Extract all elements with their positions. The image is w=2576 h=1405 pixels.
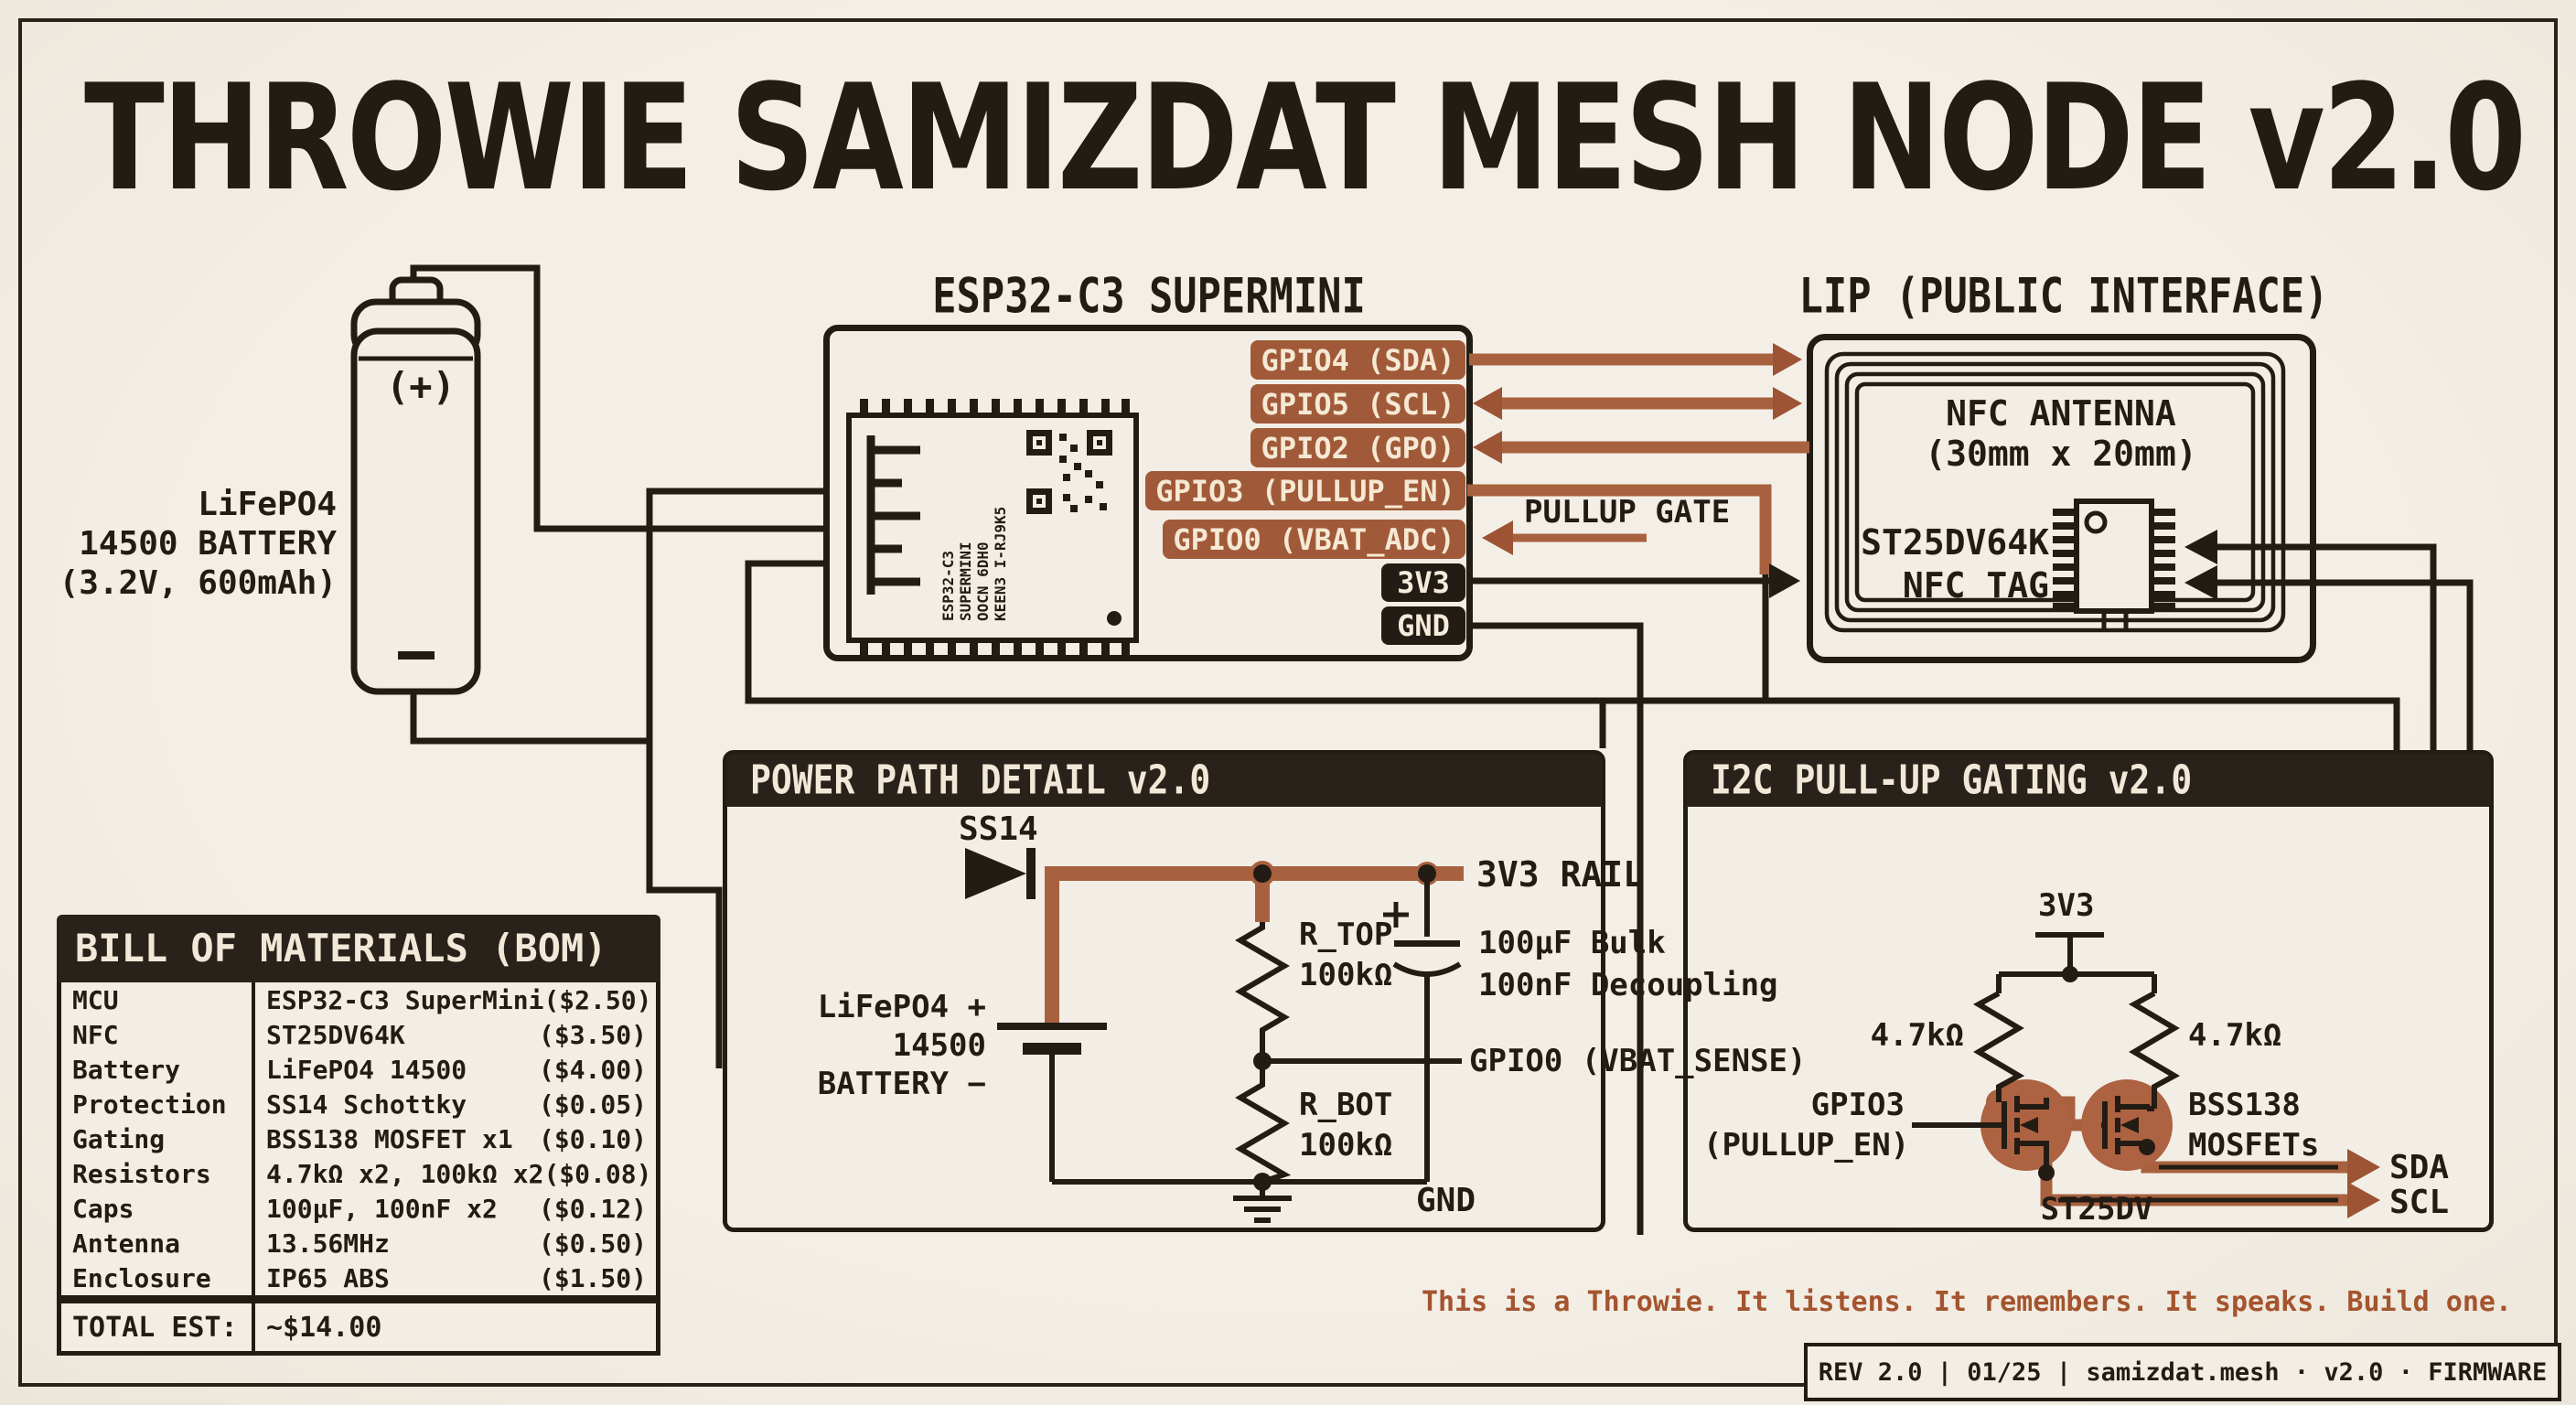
bom-cat: MCU [72,984,119,1015]
bom-cat: Protection [72,1089,227,1120]
r-left-label: 4.7kΩ [1870,1017,1964,1054]
table-row: MCU ESP32-C3 SuperMini($2.50) [61,982,656,1017]
revision-text: REV 2.0 | 01/25 | samizdat.mesh · v2.0 ·… [1818,1357,2548,1387]
pin-label: 3V3 [1397,565,1450,600]
bom-cat: Enclosure [72,1262,211,1293]
bom-price: ($0.08) [543,1158,652,1189]
i2c-3v3-label: 3V3 [2038,887,2095,924]
pullup-gate-label: PULLUP GATE [1524,494,1731,531]
bom-part: LiFePO4 14500 [266,1054,467,1085]
battery-plus-mark: (+) [386,364,456,409]
table-row: Antenna 13.56MHz ($0.50) [61,1226,656,1260]
bom-cat: Resistors [72,1158,211,1189]
bom-cat: Battery [72,1054,181,1085]
lip-nfc-label-outline [1807,334,2316,663]
table-row: Caps 100μF, 100nF x2 ($0.12) [61,1191,656,1226]
i2c-gating-title: I2C PULL-UP GATING v2.0 [1711,756,2193,804]
rail-3v3-label: 3V3 RAIL [1476,854,1645,895]
pin-label: GPIO2 (GPO) [1261,430,1455,466]
st25dv-label: ST25DV [2040,1191,2153,1228]
pin-3v3: 3V3 [1381,563,1465,602]
r-top-label: R_TOP 100kΩ [1299,917,1393,993]
page-title: THROWIE SAMIZDAT MESH NODE v2.0 [84,53,2527,223]
bom-cat: Caps [72,1193,134,1224]
sda-label: SDA [2389,1149,2450,1186]
table-row: NFC ST25DV64K ($3.50) [61,1017,656,1052]
bom-price: ($0.12) [538,1193,647,1224]
revision-box: REV 2.0 | 01/25 | samizdat.mesh · v2.0 ·… [1804,1343,2561,1401]
bom-part: ST25DV64K [266,1019,405,1050]
vbat-sense-label: GPIO0 (VBAT_SENSE) [1469,1043,1807,1079]
pin-gpio5-scl: GPIO5 (SCL) [1250,384,1465,424]
bom-price: ($0.10) [538,1123,647,1154]
diode-ss14-label: SS14 [959,810,1038,848]
pin-label: GPIO3 (PULLUP_EN) [1155,473,1455,509]
table-row: Resistors 4.7kΩ x2, 100kΩ x2($0.08) [61,1156,656,1191]
bom-body: MCU ESP32-C3 SuperMini($2.50) NFC ST25DV64… [57,982,660,1300]
battery-label: LiFePO4 14500 BATTERY (3.2V, 600mAh) [55,485,337,603]
bom-total-value: ~$14.00 [266,1311,382,1344]
scl-label: SCL [2389,1184,2450,1221]
pin-label: GPIO4 (SDA) [1261,342,1455,378]
pin-gpio0-vbat-adc: GPIO0 (VBAT_ADC) [1163,520,1465,559]
table-row: Gating BSS138 MOSFET x1 ($0.10) [61,1121,656,1156]
table-row: Enclosure IP65 ABS ($1.50) [61,1260,656,1295]
tagline: This is a Throwie. It listens. It rememb… [1421,1286,2512,1318]
bom-part: ESP32-C3 SuperMini [266,984,544,1015]
bom-table: BILL OF MATERIALS (BOM) MCU ESP32-C3 Supe… [57,915,660,1356]
bom-price: ($4.00) [538,1054,647,1085]
bom-cat: NFC [72,1019,119,1050]
bom-part: 4.7kΩ x2, 100kΩ x2 [266,1158,544,1189]
bom-price: ($3.50) [538,1019,647,1050]
bom-price: ($1.50) [538,1262,647,1293]
table-row: Protection SS14 Schottky ($0.05) [61,1087,656,1121]
bom-total-label: TOTAL EST: [72,1311,238,1344]
nfc-tag-label: ST25DV64K NFC TAG [1861,522,2049,606]
esp32-title: ESP32-C3 SUPERMINI [932,267,1366,325]
pin-label: GPIO5 (SCL) [1261,386,1455,422]
bom-part: 13.56MHz [266,1228,390,1259]
lip-title: LIP (PUBLIC INTERFACE) [1798,267,2329,325]
gpio3-en-label: GPIO3 (PULLUP_EN) [1703,1087,1910,1164]
bom-price: ($2.50) [543,984,652,1015]
pin-gpio2-gpo: GPIO2 (GPO) [1250,428,1465,467]
detail-gnd-label: GND [1416,1182,1476,1219]
pin-gpio4-sda: GPIO4 (SDA) [1250,340,1465,380]
bom-cat: Gating [72,1123,166,1154]
bom-price: ($0.05) [538,1089,647,1120]
page-border [18,18,2558,1387]
bom-price: ($0.50) [538,1228,647,1259]
cap-labels: 100μF Bulk 100nF Decoupling [1478,925,1778,1003]
pin-gnd: GND [1381,606,1465,645]
bom-cat: Antenna [72,1228,181,1259]
table-row: Battery LiFePO4 14500 ($4.00) [61,1052,656,1087]
detail-battery-label: LiFePO4 + 14500 BATTERY − [817,989,986,1102]
power-path-header: POWER PATH DETAIL v2.0 [726,754,1602,807]
power-path-title: POWER PATH DETAIL v2.0 [750,756,1211,804]
pin-label: GND [1397,608,1450,643]
bom-part: BSS138 MOSFET x1 [266,1123,513,1154]
bom-total-row: TOTAL EST: ~$14.00 [57,1299,660,1356]
power-path-panel: POWER PATH DETAIL v2.0 [723,750,1605,1232]
bom-part: SS14 Schottky [266,1089,467,1120]
bss138-label: BSS138 MOSFETs [2188,1087,2320,1164]
r-bot-label: R_BOT 100kΩ [1299,1087,1393,1164]
pin-label: GPIO0 (VBAT_ADC) [1173,521,1455,557]
battery-label-lines: LiFePO4 14500 BATTERY (3.2V, 600mAh) [59,486,337,602]
esp32-silkscreen-text: ESP32-C3 SUPERMINI OOCN 6DH0 KEEN3 I-RJ9… [939,506,1009,621]
bom-part: IP65 ABS [266,1262,390,1293]
pin-gpio3-pullup-en: GPIO3 (PULLUP_EN) [1145,471,1465,510]
bom-part: 100μF, 100nF x2 [266,1193,498,1224]
r-right-label: 4.7kΩ [2188,1017,2282,1054]
nfc-antenna-label: NFC ANTENNA (30mm x 20mm) [1925,393,2197,474]
bom-title: BILL OF MATERIALS (BOM) [57,915,660,982]
i2c-gating-header: I2C PULL-UP GATING v2.0 [1687,754,2490,807]
